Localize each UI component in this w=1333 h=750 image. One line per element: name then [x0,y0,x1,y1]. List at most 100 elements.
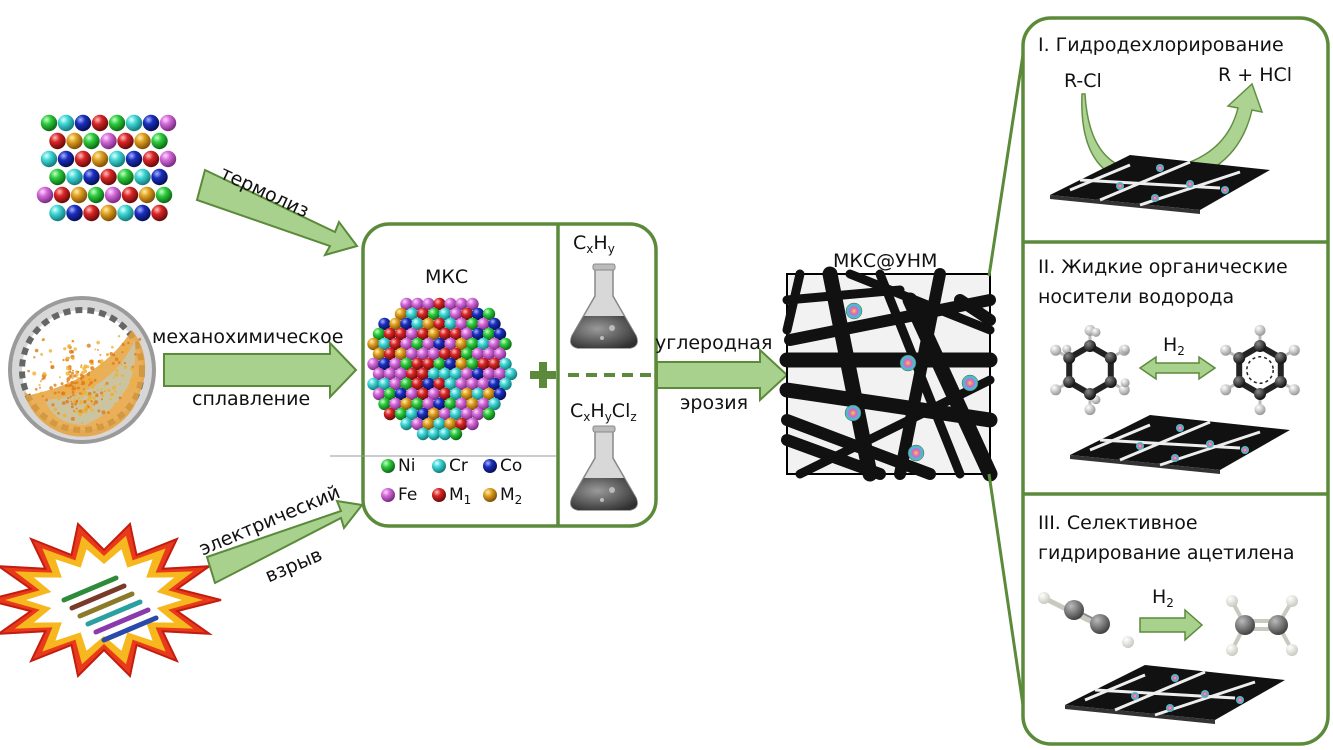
atom [155,186,173,204]
erosion-label-top: углеродная [655,332,773,354]
formula-element: Cl [611,400,631,422]
atom [49,132,66,150]
wire [61,575,119,603]
legend-label-co: Co [500,456,522,476]
atom [108,114,126,132]
atom [151,168,168,186]
atom [49,204,66,222]
legend-atoms [381,459,497,502]
multicomponent-alloy-particle [367,297,518,441]
atom [57,150,75,168]
atom [57,114,75,132]
h2-subscript: 2 [1177,344,1185,358]
atom [91,150,109,168]
acetylene-hydrogenation-scheme [1038,592,1298,724]
atom [125,114,143,132]
legend-label-m2: M2 [500,485,522,507]
formula-subscript: y [607,242,615,256]
atom [87,186,105,204]
atom [74,150,92,168]
explosion-image [0,521,222,679]
atom [100,204,117,222]
application-title-hydrodechlorination: I. Гидродехлорирование [1038,34,1284,56]
atom [91,114,109,132]
legend-subscript: 1 [463,493,472,507]
reactant-label: R-Cl [1064,70,1102,92]
wire [69,583,127,611]
atom [83,132,100,150]
legend-label-m1: M1 [449,485,471,507]
legend-symbol: Fe [398,485,418,505]
formula-element: H [593,232,608,254]
atom [117,204,134,222]
h2-label: H2 [1152,586,1174,610]
atom [100,168,117,186]
atom [66,204,83,222]
formula-chlorinated-hydrocarbon: CxHyClz [570,400,637,424]
h2-subscript: 2 [1166,596,1174,610]
hydrodechlorination-scheme [1050,82,1270,214]
atom [83,168,100,186]
atom [159,114,177,132]
atom [151,132,168,150]
wire [93,607,151,635]
formula-subscript: y [604,410,612,424]
erosion-label-bottom: эрозия [680,392,748,414]
atom [159,150,177,168]
product-title: МКС@УНМ [833,250,938,272]
atom [117,132,134,150]
carbon-nanomaterial-image [779,266,998,482]
forward-arrow [1139,608,1204,642]
legend-label-ni: Ni [398,456,415,476]
atom [53,186,71,204]
flask-icon [570,263,638,349]
atom [151,204,168,222]
thermolysis-arrow [195,168,359,257]
legend-symbol: Co [500,456,523,476]
atom [134,168,151,186]
formula-element: H [590,400,605,422]
h2-label: H2 [1163,334,1185,358]
precursor-atom-layers [36,114,177,222]
ball-mill-image [8,296,156,444]
product-label: R + HCl [1218,64,1293,86]
legend-label-cr: Cr [449,456,468,476]
atom [66,132,83,150]
atom [83,204,100,222]
atom [134,132,151,150]
atom [108,150,126,168]
formula-element: C [573,232,587,254]
atom [104,186,122,204]
atom [142,114,160,132]
atom [40,150,58,168]
nanoparticle-dot [845,302,863,320]
atom [142,150,160,168]
nanoparticle-dot [844,404,862,422]
formula-subscript: x [586,242,594,256]
method-label-mechanochemical-bottom: сплавление [192,388,311,410]
method-label-mechanochemical-top: механохимическое [152,326,344,348]
nanoparticle-dot [899,354,917,372]
carbon-erosion-arrow [656,347,789,403]
mks-title: МКС [425,266,469,288]
lohc-scheme [1050,324,1300,474]
h2-symbol: H [1152,586,1167,608]
application-title-acetylene-line1: III. Селективное [1038,512,1198,534]
legend-label-fe: Fe [398,485,417,505]
atom [134,204,151,222]
legend-symbol: M [449,485,464,505]
formula-element: C [570,400,584,422]
nanoparticle-dot [961,374,979,392]
legend-symbol: Ni [398,456,416,476]
atom [36,186,54,204]
nanoparticle-dot [907,444,925,462]
wire [85,599,143,627]
atom [138,186,156,204]
atom [66,168,83,186]
formula-subscript: z [630,410,637,424]
electric-explosion-arrow [205,499,364,585]
atom [70,186,88,204]
formula-subscript: x [583,410,591,424]
atom [125,150,143,168]
